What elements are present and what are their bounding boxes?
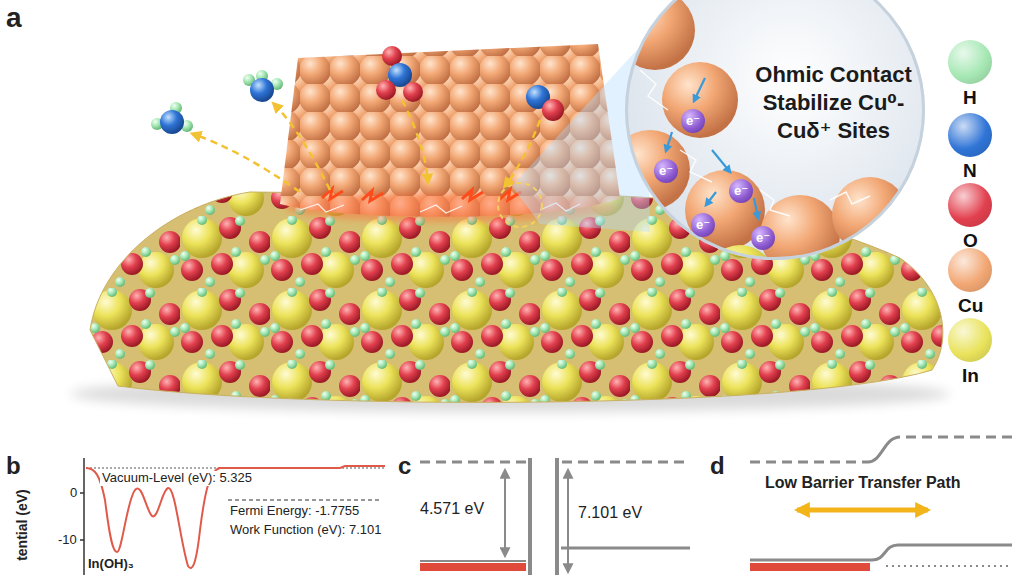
callout-interior-part xyxy=(666,78,758,218)
panel-letter: d xyxy=(710,452,725,480)
callout-interior-part-part xyxy=(712,150,730,172)
electron: e⁻ xyxy=(654,159,678,183)
legend-label: H xyxy=(963,87,977,109)
callout-interior-part-part xyxy=(640,70,668,110)
legend-swatch xyxy=(948,183,992,227)
band-diagram-c-part xyxy=(420,563,526,571)
plot-annotation: Work Function (eV): 7.101 xyxy=(228,523,384,538)
reaction-arrows-part xyxy=(274,104,330,190)
legend-swatch xyxy=(948,113,992,157)
legend-label: In xyxy=(962,365,979,387)
energy-value: 4.571 eV xyxy=(420,500,484,518)
callout-interior-part xyxy=(610,0,908,315)
electron-label: e⁻ xyxy=(654,159,678,183)
electron-label: e⁻ xyxy=(729,179,753,203)
callout-interior-part-part xyxy=(760,190,790,216)
axis-tick: -10 xyxy=(58,533,77,548)
band-diagram-d-part xyxy=(886,565,1012,567)
band-diagram-d-part xyxy=(797,508,928,513)
callout-interior-part-part xyxy=(684,250,696,262)
copper-particle-part xyxy=(362,191,383,201)
copper-particle-part xyxy=(462,190,483,200)
callout-interior-part-part xyxy=(830,192,870,204)
callout-interior-part-part xyxy=(706,192,716,205)
callout-interior-part-part xyxy=(610,130,690,210)
zoom-beam-part xyxy=(498,183,542,227)
potential-plot-part xyxy=(86,466,385,568)
legend-label: Cu xyxy=(958,295,983,317)
energy-value: 7.101 eV xyxy=(578,504,642,522)
molecules-part xyxy=(403,82,423,102)
panel-letter: b xyxy=(6,452,21,480)
band-diagram-d-part xyxy=(750,461,868,464)
band-diagram-c-part xyxy=(504,470,506,556)
band-diagram-d-part xyxy=(906,436,1012,439)
molecules-part xyxy=(376,80,396,100)
reaction-arrows-part xyxy=(193,134,300,192)
band-diagram-c-part xyxy=(420,560,526,562)
panel-letter: a xyxy=(6,2,22,34)
band-diagram-c-part xyxy=(567,470,569,572)
copper-particle-part xyxy=(322,189,343,199)
electron: e⁻ xyxy=(681,109,705,133)
callout-interior xyxy=(610,0,925,315)
electron-label: e⁻ xyxy=(691,213,715,237)
callout-interior-part-part xyxy=(832,177,908,253)
band-diagram-c xyxy=(420,458,690,575)
reaction-arrows-part xyxy=(402,100,428,182)
molecules-part xyxy=(382,46,402,66)
electron: e⁻ xyxy=(691,213,715,237)
path-label: Low Barrier Transfer Path xyxy=(765,474,961,492)
callout-interior-part-part xyxy=(694,78,705,101)
copper-particle-part xyxy=(420,205,462,213)
callout-interior-part-part xyxy=(615,0,695,70)
electron: e⁻ xyxy=(729,179,753,203)
band-diagram-d-part xyxy=(868,437,900,462)
band-diagram-c-part xyxy=(562,461,690,464)
callout-interior-part-part xyxy=(705,245,775,315)
axis-title: tential (eV) xyxy=(14,489,30,561)
potential-plot-part xyxy=(228,499,382,500)
electron: e⁻ xyxy=(751,226,775,250)
legend-swatch xyxy=(948,318,992,362)
support-slab xyxy=(70,192,950,412)
callout-interior-part-part xyxy=(666,132,672,151)
potential-plot-part xyxy=(83,458,85,575)
molecules-part xyxy=(542,99,564,121)
callout-interior-part-part xyxy=(648,238,672,262)
potential-plot-part xyxy=(80,539,84,541)
band-diagram-c-part xyxy=(528,458,532,575)
copper-particle-part xyxy=(300,204,344,212)
molecules xyxy=(151,46,564,134)
legend-label: N xyxy=(963,160,977,182)
band-diagram-d xyxy=(750,437,1012,571)
potential-plot xyxy=(80,458,385,575)
reaction-arrows xyxy=(193,100,540,192)
callout-interior-part-part xyxy=(680,150,712,182)
molecules-part xyxy=(250,78,274,102)
band-diagram-d-part xyxy=(750,545,1012,560)
callout-interior-part-part xyxy=(754,198,758,218)
band-diagram-d-part xyxy=(750,563,870,571)
plot-annotation: Fermi Energy: -1.7755 xyxy=(228,504,361,519)
material-label: In(OH)₃ xyxy=(88,557,134,572)
callout-interior-part-part xyxy=(662,62,738,138)
band-diagram-c-part xyxy=(561,547,690,550)
plot-annotation: Vacuum-Level (eV): 5.325 xyxy=(100,471,254,486)
support-slab-part xyxy=(90,192,943,402)
molecules-part xyxy=(160,110,184,134)
potential-plot-part xyxy=(80,492,84,494)
callout-text: Ohmic Contact Stabilize Cu⁰-Cuδ⁺ Sites xyxy=(751,61,916,145)
reaction-arrows-part xyxy=(505,120,540,186)
panel-letter: c xyxy=(398,452,411,480)
axis-tick: 0 xyxy=(70,486,77,501)
legend-swatch xyxy=(948,40,992,84)
electron-label: e⁻ xyxy=(681,109,705,133)
band-diagram-c-part xyxy=(555,458,559,575)
legend-swatch xyxy=(948,248,992,292)
electron-label: e⁻ xyxy=(751,226,775,250)
band-diagram-c-part xyxy=(420,461,526,464)
